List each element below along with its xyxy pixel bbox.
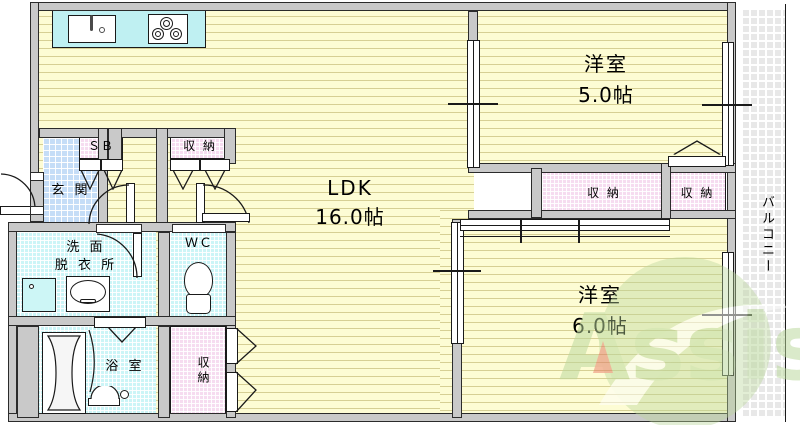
vanity-basin-icon — [70, 280, 106, 304]
label-bed5-name: 洋室 — [584, 52, 628, 76]
entry-jamb-bottom — [30, 206, 44, 215]
ldk-door-leaf — [202, 213, 250, 222]
label-ldk-name: LDK — [327, 176, 373, 200]
label-yokushitsu: 浴 室 — [105, 359, 145, 374]
closet-mid-door-tick-1 — [520, 219, 522, 243]
stove-burner-2-inner — [155, 31, 161, 37]
hallcloset-door-left[interactable] — [170, 159, 200, 171]
lowcloset-door-upper[interactable] — [226, 328, 238, 364]
shower-icon — [88, 330, 95, 392]
window-bed5-balcony-tick — [702, 104, 752, 106]
wall-genkan-top — [39, 128, 231, 138]
sliding-door-ldk-bed6-tick — [433, 270, 481, 272]
stove-burner-1-inner — [163, 20, 170, 27]
sb-door-right[interactable] — [101, 159, 123, 171]
closet-right-door-panel[interactable] — [668, 156, 726, 167]
bath-basin-icon — [90, 386, 120, 400]
washer-pan-icon — [22, 278, 56, 312]
senmen-door-arc — [96, 233, 138, 278]
label-senmen-line1: 洗 面 — [66, 240, 106, 255]
bed6-closet-header-line — [460, 236, 670, 237]
storage-low-closet — [170, 326, 226, 418]
wall-lowcloset-left — [158, 326, 170, 418]
stove-burner-3-inner — [173, 31, 179, 37]
wc-door-opening[interactable] — [172, 224, 226, 233]
closet-right-door-arc — [668, 140, 726, 158]
label-mid-closet: 収 納 — [587, 186, 621, 200]
room-bed5-floor — [478, 8, 733, 163]
label-low-closet: 収納 — [196, 356, 210, 386]
label-bed5-size: 5.0帖 — [578, 83, 634, 107]
label-bed6-name: 洋室 — [578, 283, 622, 307]
wall-hall-divider — [156, 128, 168, 228]
label-senmen-line2: 脱 衣 所 — [54, 258, 118, 273]
storage-hall-closet — [170, 133, 230, 159]
wall-hallcloset-base — [224, 128, 236, 164]
ldk-door-panel[interactable] — [196, 183, 205, 223]
bath-door-panel[interactable] — [94, 317, 146, 328]
label-balcony: バルコニー — [759, 195, 774, 275]
wall-closetband-bottom — [468, 210, 736, 219]
toilet-tank-icon — [186, 294, 211, 314]
bath-faucet-icon — [120, 390, 129, 399]
bath-door-arc — [108, 327, 136, 343]
genkan-hall-door-arc — [88, 184, 130, 224]
balcony-outer-edge — [785, 4, 788, 422]
room-bath-floor — [16, 326, 156, 418]
lowcloset-door-arcs — [236, 328, 257, 412]
label-bed6-size: 6.0帖 — [572, 314, 628, 338]
senmen-door-head — [96, 224, 142, 233]
wall-closet-divider — [661, 163, 671, 219]
wall-bed5-bottom — [468, 163, 736, 173]
hallcloset-door-arcs — [172, 170, 226, 190]
label-right-closet: 収 納 — [680, 186, 715, 200]
wall-top — [30, 2, 736, 11]
window-bed6-balcony-tick — [702, 314, 752, 316]
closet-mid-sliding-rail — [460, 225, 670, 226]
label-genkan: 玄 関 — [51, 183, 91, 198]
bathtub-icon — [46, 335, 82, 411]
sink-faucet-icon — [90, 15, 93, 31]
genkan-hall-door-panel[interactable] — [126, 183, 135, 223]
closet-mid-door-tick-2 — [578, 219, 580, 243]
sliding-door-ldk-bed6-rail — [457, 222, 458, 344]
sink-drain-icon — [99, 27, 105, 33]
lowcloset-door-lower[interactable] — [226, 372, 238, 412]
sliding-door-ldk-bed5-tick — [448, 103, 498, 105]
wall-bath-left — [17, 326, 39, 418]
label-hall-closet: 収 納 — [183, 139, 217, 153]
room-balcony-floor — [741, 8, 785, 418]
entry-jamb-top — [30, 172, 44, 181]
storage-mid-closet — [541, 170, 667, 218]
washer-pan-drain-icon — [29, 284, 34, 289]
label-sb: ＳＢ — [87, 139, 114, 153]
label-ldk-size: 16.0帖 — [315, 205, 385, 229]
sb-door-arcs — [80, 170, 123, 190]
wall-left-upper — [30, 2, 39, 174]
vanity-faucet-icon — [80, 299, 96, 303]
sb-door-left[interactable] — [79, 159, 101, 171]
wall-wc-left — [158, 232, 170, 320]
toilet-bowl-icon — [184, 262, 213, 298]
storage-right-closet — [669, 170, 726, 218]
room-bed6-floor — [462, 218, 733, 418]
wall-bottom — [8, 413, 736, 422]
wall-midcloset-left — [531, 168, 542, 218]
label-wc: ＷＣ — [184, 236, 213, 251]
hallcloset-door-right[interactable] — [200, 159, 230, 171]
entry-door-arc — [0, 173, 36, 209]
